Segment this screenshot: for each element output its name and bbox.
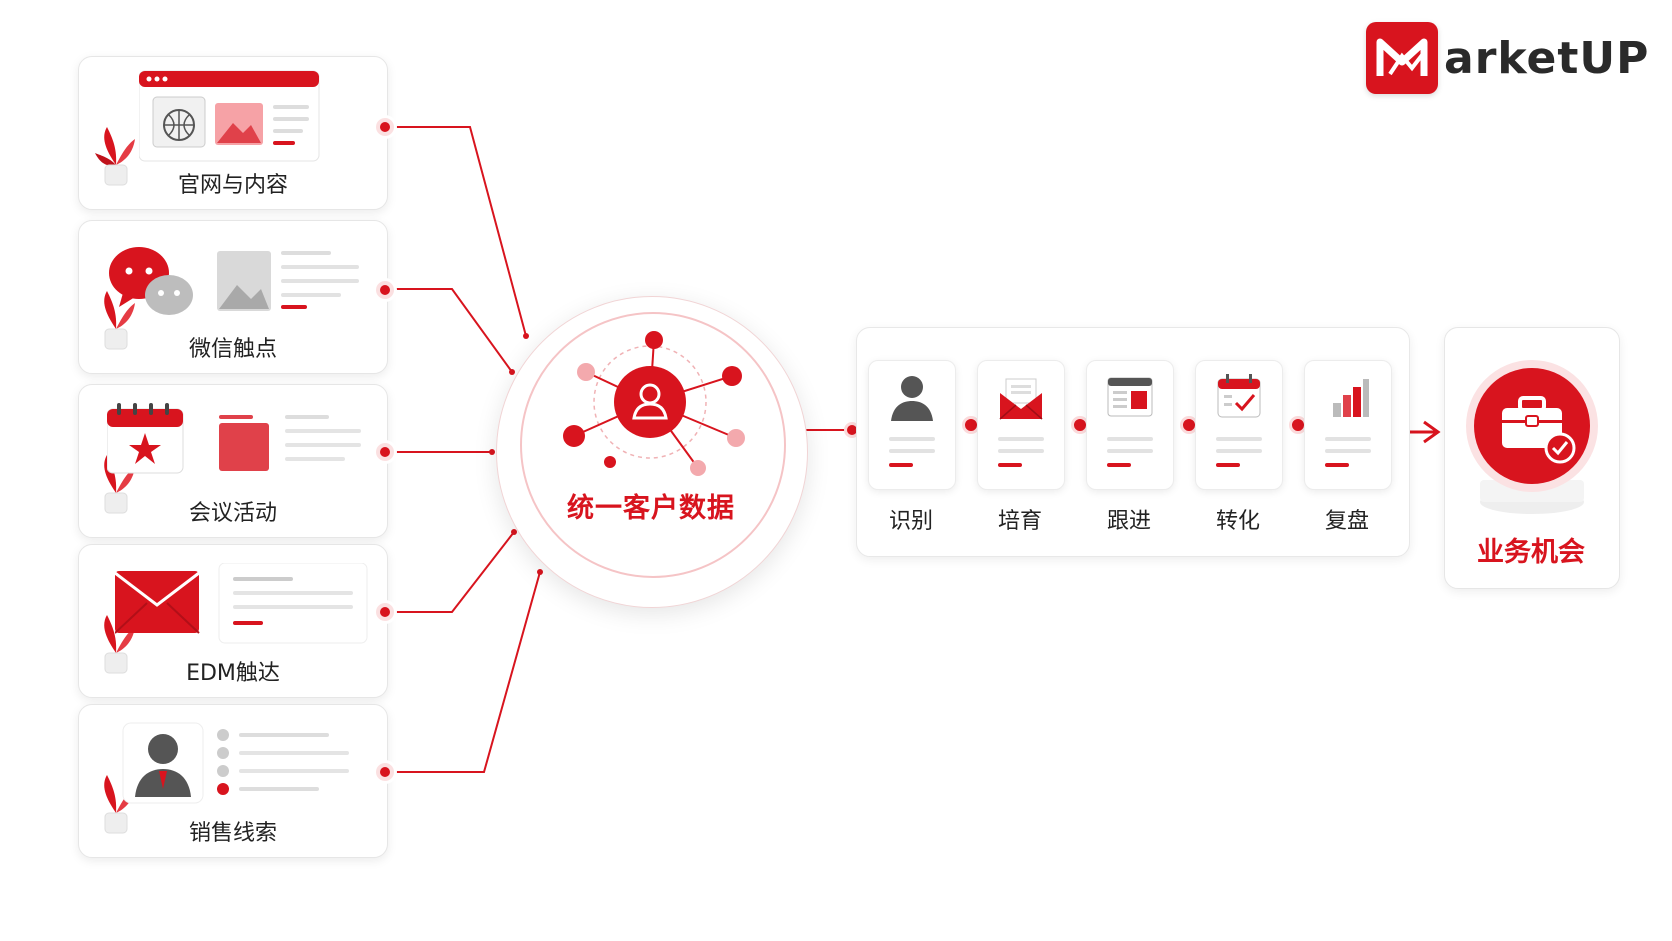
outcome-label: 业务机会 bbox=[1477, 537, 1585, 568]
source-card-website: 官网与内容 bbox=[78, 56, 388, 210]
website-content-icon bbox=[139, 70, 320, 162]
logo-text: arketUP bbox=[1444, 32, 1650, 84]
user-network-icon bbox=[563, 331, 745, 476]
plant-icon bbox=[104, 291, 135, 350]
plant-icon bbox=[104, 455, 135, 514]
hub-label: 统一客户数据 bbox=[567, 493, 735, 524]
plant-icon bbox=[104, 615, 135, 674]
pipeline-step-follow-up bbox=[1086, 360, 1174, 490]
pipeline-step-label: 转化 bbox=[1215, 509, 1260, 534]
email-envelope-icon bbox=[115, 563, 368, 644]
pipeline-step-label: 识别 bbox=[888, 509, 933, 534]
user-icon bbox=[891, 376, 933, 421]
sales-person-icon bbox=[122, 722, 349, 804]
pipeline-step-label: 跟进 bbox=[1106, 509, 1151, 534]
pipeline-step-convert bbox=[1195, 360, 1283, 490]
source-connector-dot bbox=[376, 443, 394, 461]
plant-icon bbox=[95, 127, 135, 186]
logo-m-icon bbox=[1366, 22, 1438, 94]
mail-open-icon bbox=[999, 378, 1043, 420]
source-connector-dot bbox=[376, 603, 394, 621]
source-label: 官网与内容 bbox=[177, 173, 288, 198]
pipeline-step-review bbox=[1304, 360, 1392, 490]
source-card-event: 会议活动 bbox=[78, 384, 388, 538]
source-label: 会议活动 bbox=[188, 501, 277, 526]
browser-window-icon bbox=[1107, 377, 1153, 417]
pipeline-step-nurture bbox=[977, 360, 1065, 490]
briefcase-check-icon bbox=[1466, 360, 1598, 514]
source-card-sales-lead: 销售线索 bbox=[78, 704, 388, 858]
source-card-edm: EDM触达 bbox=[78, 544, 388, 698]
bar-chart-icon bbox=[1333, 379, 1369, 417]
calendar-check-icon bbox=[1217, 374, 1261, 418]
brand-logo: arketUP bbox=[1366, 22, 1649, 94]
source-connector-dot bbox=[376, 763, 394, 781]
pipeline-step-label: 培育 bbox=[997, 509, 1042, 534]
source-connector-dot bbox=[376, 281, 394, 299]
source-connector-dot bbox=[376, 118, 394, 136]
pipeline-step-identify bbox=[868, 360, 956, 490]
source-card-wechat: 微信触点 bbox=[78, 220, 388, 374]
wechat-chat-icon bbox=[109, 247, 359, 315]
source-label: EDM触达 bbox=[186, 661, 280, 686]
source-label: 微信触点 bbox=[188, 337, 277, 362]
calendar-event-icon bbox=[107, 403, 361, 474]
pipeline-step-label: 复盘 bbox=[1324, 509, 1369, 534]
source-label: 销售线索 bbox=[188, 821, 277, 846]
